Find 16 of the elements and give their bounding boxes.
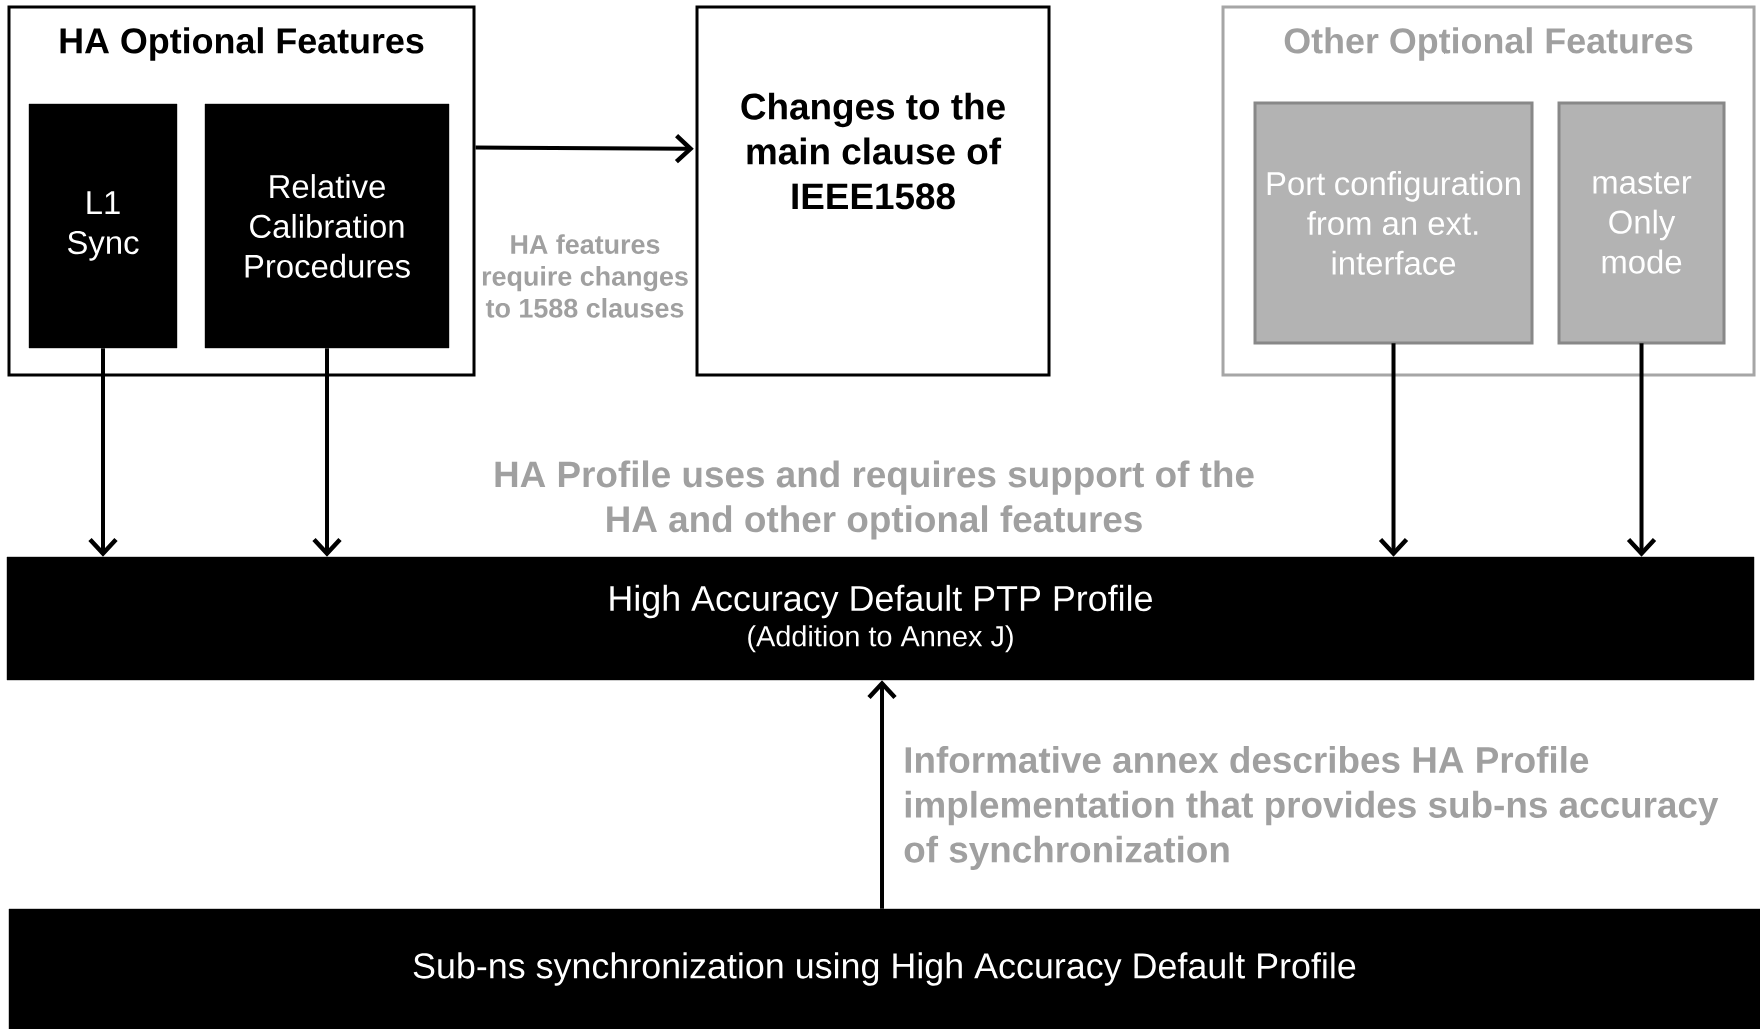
arrow (1378, 343, 1409, 557)
arrow (1626, 343, 1657, 557)
annotation-text: HA features require changes to 1588 clauses (482, 234, 688, 318)
arrow (88, 348, 118, 557)
clause-box: Changes to the main clause of IEEE1588 (695, 5, 1051, 377)
feature-box: Port configuration from an ext. interface (1253, 101, 1534, 345)
feature-box: master Only mode (1557, 101, 1726, 345)
arrow (867, 680, 897, 909)
profile-band: Sub-ns synchronization using High Accuracy Default Profile (8, 908, 1760, 1029)
annotation-text: Informative annex describes HA Profile implementation that provides sub-ns accuracy of synchronization (904, 746, 1719, 871)
feature-box: L1 Sync (28, 103, 178, 349)
arrow (312, 348, 342, 557)
arrow (475, 134, 694, 164)
feature-box: Relative Calibration Procedures (204, 103, 450, 349)
profile-band: High Accuracy Default PTP Profile (Addition to Annex J) (6, 556, 1755, 681)
annotation-text: HA Profile uses and requires support of the HA and other optional features (495, 460, 1254, 540)
